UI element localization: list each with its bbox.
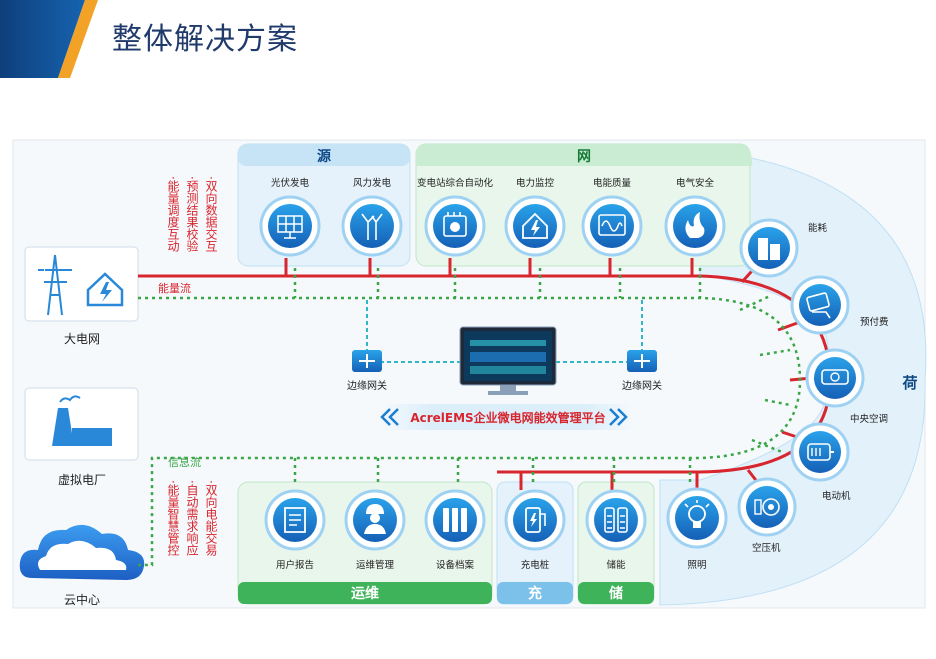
source-header <box>238 144 410 166</box>
battery-icon <box>604 507 628 533</box>
gateway-links <box>366 300 643 363</box>
chevron-right-icon <box>609 408 628 426</box>
platform-banner-text: AcrelEMS企业微电网能效管理平台 <box>410 410 605 425</box>
substation-icon <box>443 212 467 237</box>
gateway-right-label: 边缘网关 <box>622 379 662 392</box>
air-conditioner-icon <box>821 369 849 385</box>
virtual-plant-box <box>24 387 139 461</box>
top-note-1: ·双向数据交互 <box>204 176 218 252</box>
cloud-icon <box>19 524 145 580</box>
pv-label: 光伏发电 <box>271 177 310 189</box>
ops-footer <box>238 582 492 604</box>
device-archive-label: 设备档案 <box>436 559 475 571</box>
air-compressor-label: 空压机 <box>752 542 781 554</box>
info-flow-label: 信息流 <box>168 455 201 469</box>
section-storage-label: 储 <box>608 585 623 602</box>
motor-icon <box>807 443 834 461</box>
prepay-label: 预付费 <box>860 316 889 328</box>
hvac-label: 中央空调 <box>850 413 888 425</box>
lighting-item[interactable]: 照明 <box>666 487 728 571</box>
solar-panel-icon <box>277 215 303 239</box>
header-accent-stripe <box>58 0 98 78</box>
section-charge-label: 充 <box>528 585 542 602</box>
bottom-note-1: ·双向电能交易 <box>204 480 218 556</box>
factory-icon <box>52 395 112 446</box>
flame-icon <box>685 212 705 238</box>
motor-item[interactable]: 电动机 <box>790 422 851 502</box>
energy-item[interactable]: 能耗 <box>739 218 828 278</box>
gateway-left-icon <box>352 350 382 372</box>
waveform-icon <box>598 214 626 236</box>
prepay-item[interactable]: 预付费 <box>790 275 889 335</box>
bottom-note-2: ·自动需求响应 <box>185 480 199 556</box>
bottom-note-3: ·能量智慧管控 <box>166 480 180 556</box>
archive-icon <box>443 508 467 532</box>
page-title: 整体解决方案 <box>112 22 298 57</box>
house-bolt-icon <box>522 212 548 239</box>
electrical-safety-label: 电气安全 <box>676 177 715 189</box>
big-grid-label: 大电网 <box>64 332 100 346</box>
section-source-label: 源 <box>317 148 331 165</box>
lighting-label: 照明 <box>687 560 706 571</box>
top-notes: ·双向数据交互 ·预测结果校验 ·能量调度互动 <box>166 176 218 252</box>
virtual-plant-label: 虚拟电厂 <box>58 473 106 487</box>
section-ops-label: 运维 <box>351 585 379 602</box>
grid-header <box>416 144 752 166</box>
compressor-icon <box>754 498 780 516</box>
motor-label: 电动机 <box>822 490 851 502</box>
wind-turbine-icon <box>361 213 383 240</box>
header-decoration <box>0 0 85 78</box>
charging-pile-item[interactable]: 充电桩 <box>504 489 566 571</box>
gateway-right-icon <box>627 350 657 372</box>
charge-footer <box>497 582 573 604</box>
payment-card-icon <box>806 292 831 319</box>
section-grid-label: 网 <box>577 149 591 165</box>
engineer-icon <box>364 504 386 534</box>
pv-item[interactable]: 光伏发电 <box>259 177 321 257</box>
big-grid-box <box>24 246 139 322</box>
hvac-item[interactable]: 中央空调 <box>805 348 888 425</box>
power-quality-label: 电能质量 <box>593 177 632 189</box>
charger-icon <box>525 507 546 533</box>
power-tower-icon <box>38 254 72 316</box>
lightbulb-icon <box>684 500 710 528</box>
chevron-left-icon <box>380 408 399 426</box>
power-monitor-item[interactable]: 电力监控 <box>504 177 566 257</box>
power-monitor-label: 电力监控 <box>516 177 555 189</box>
user-report-label: 用户报告 <box>276 559 314 571</box>
bottom-notes: ·双向电能交易 ·自动需求响应 ·能量智慧管控 <box>166 480 218 556</box>
charging-pile-label: 充电桩 <box>521 559 550 571</box>
ops-management-label: 运维管理 <box>356 559 395 571</box>
info-flow-lines <box>138 268 802 567</box>
substation-label: 变电站综合自动化 <box>417 177 494 189</box>
report-icon <box>284 507 306 533</box>
energy-flow-label: 能量流 <box>158 281 191 295</box>
wind-label: 风力发电 <box>353 177 392 189</box>
top-note-3: ·能量调度互动 <box>166 176 180 252</box>
electrical-safety-item[interactable]: 电气安全 <box>664 177 726 257</box>
storage-label: 储能 <box>606 559 626 571</box>
cloud-center-label: 云中心 <box>64 592 100 607</box>
storage-footer <box>578 582 654 604</box>
house-lightning-icon <box>86 272 124 307</box>
energy-label: 能耗 <box>808 222 828 234</box>
device-archive-item[interactable]: 设备档案 <box>424 489 486 571</box>
building-icon <box>758 238 780 260</box>
ops-management-item[interactable]: 运维管理 <box>344 489 406 571</box>
user-report-item[interactable]: 用户报告 <box>264 489 326 571</box>
wind-item[interactable]: 风力发电 <box>341 177 403 257</box>
substation-item[interactable]: 变电站综合自动化 <box>417 177 494 257</box>
storage-item[interactable]: 储能 <box>585 489 647 571</box>
platform-monitor <box>459 326 557 395</box>
power-quality-item[interactable]: 电能质量 <box>581 177 643 257</box>
top-note-2: ·预测结果校验 <box>185 176 199 252</box>
air-compressor-item[interactable]: 空压机 <box>737 477 797 554</box>
section-load-label: 荷 <box>902 374 917 392</box>
platform-banner-bg <box>380 404 636 430</box>
gateway-left-label: 边缘网关 <box>347 379 387 392</box>
